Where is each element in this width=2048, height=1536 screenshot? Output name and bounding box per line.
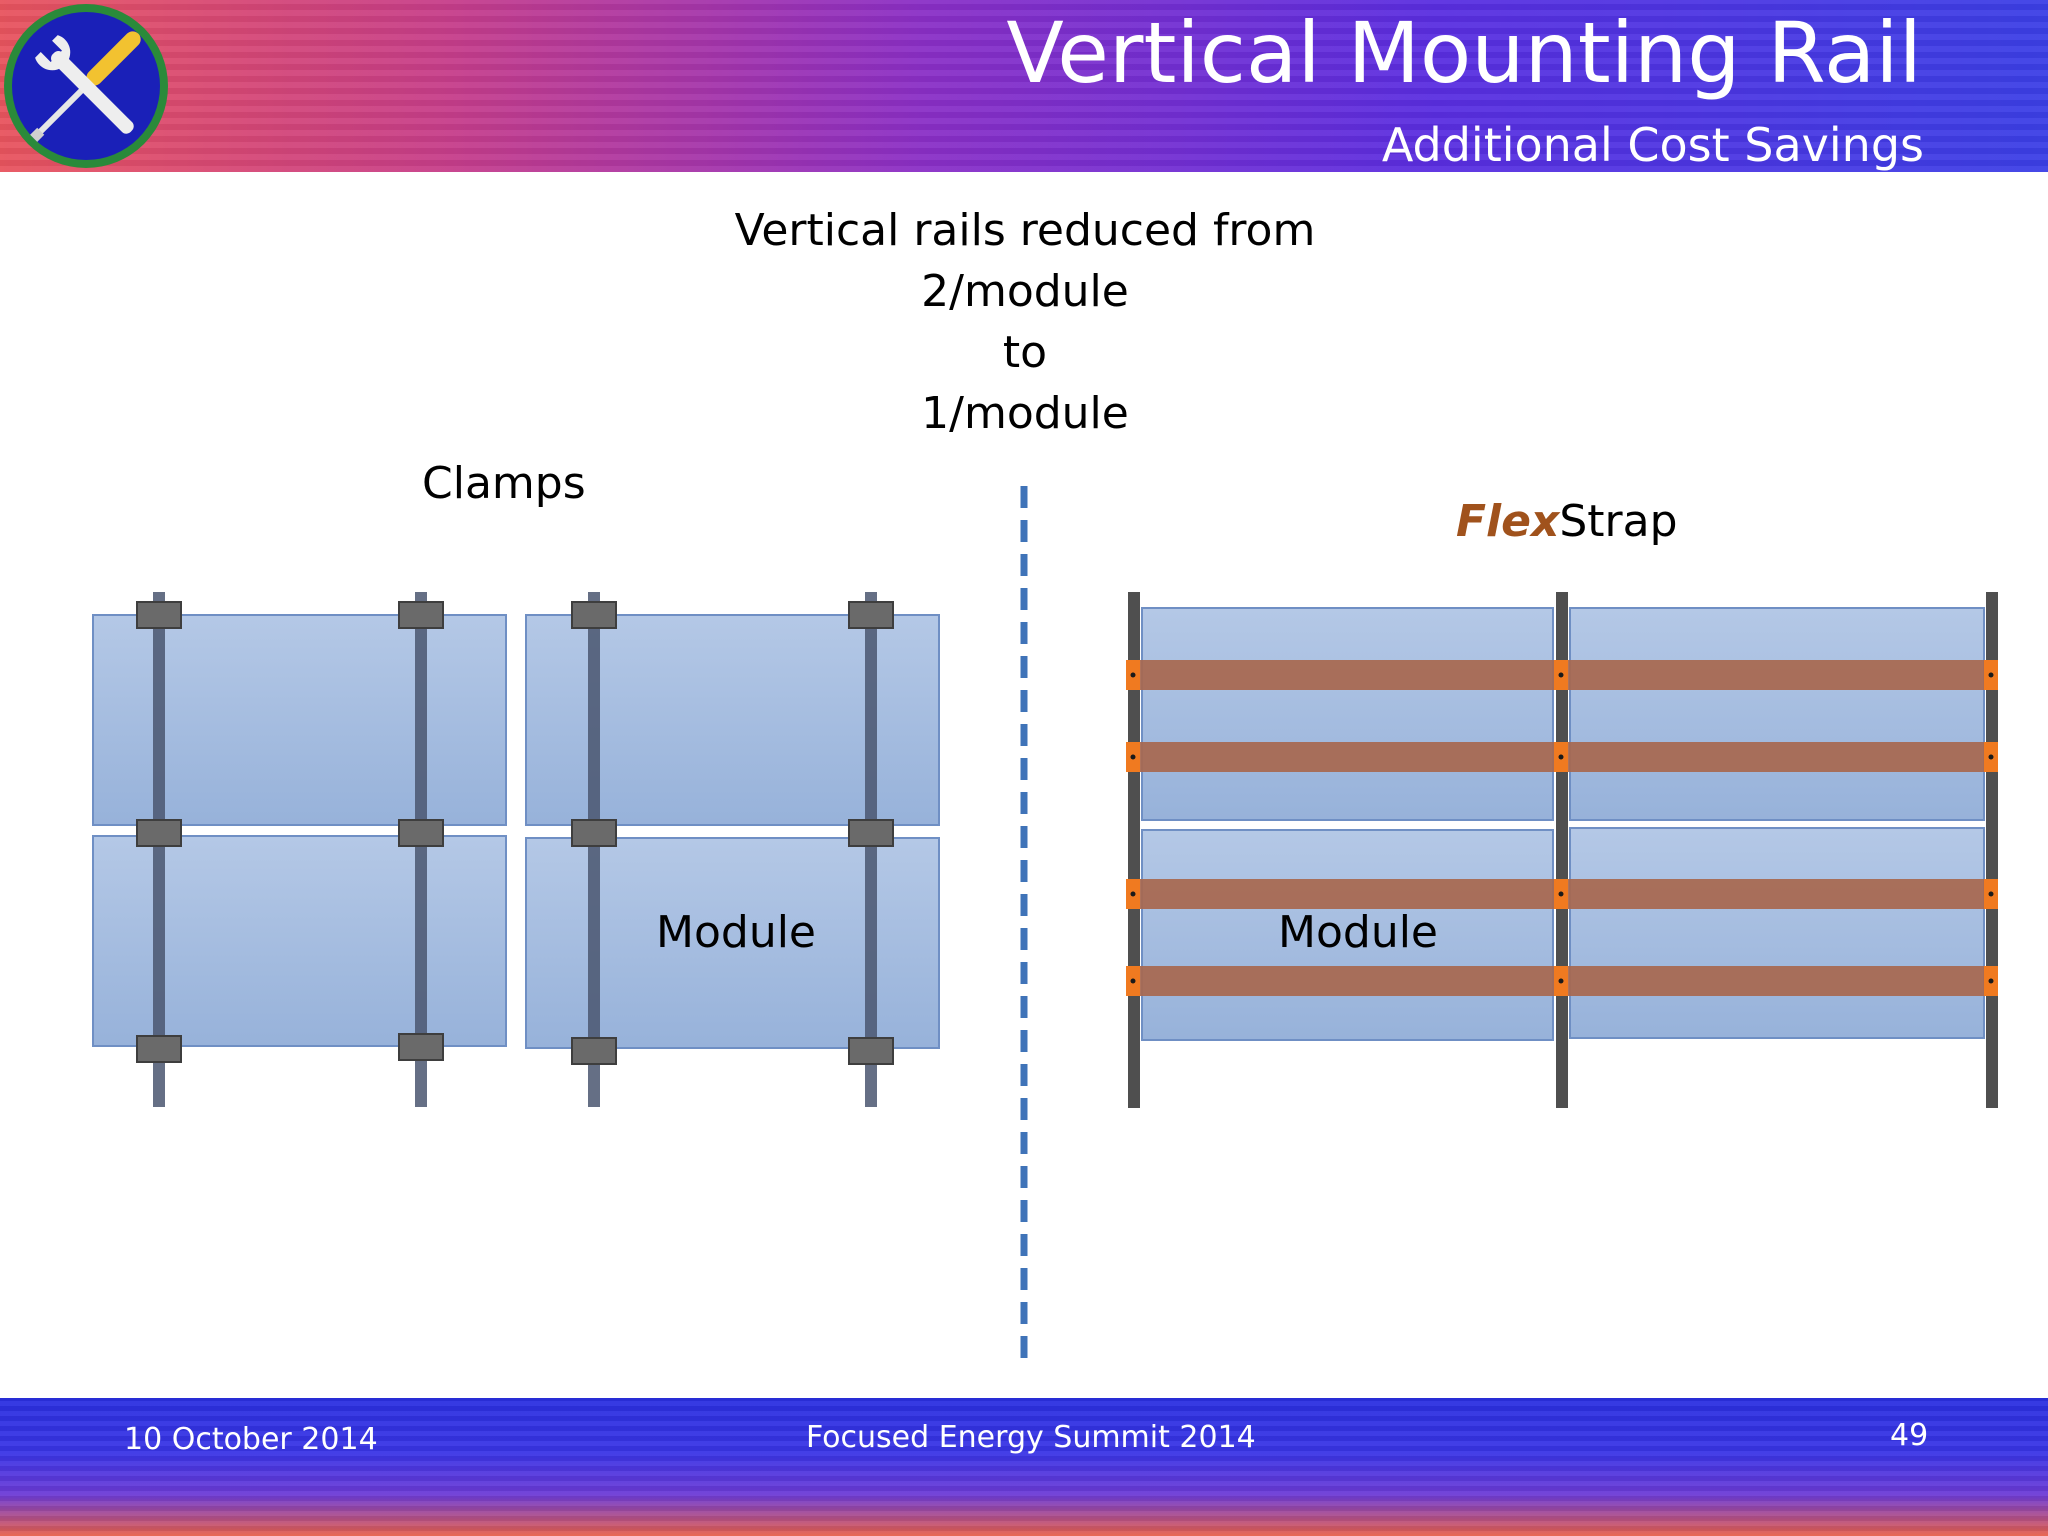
vertical-rail — [415, 592, 427, 1107]
clamp — [571, 1037, 617, 1065]
flexstrap-label-flex: Flex — [1456, 496, 1560, 547]
module-panel — [1569, 827, 1985, 1039]
clamp — [398, 601, 444, 629]
page-subtitle: Additional Cost Savings — [1381, 118, 1924, 172]
clamp — [136, 819, 182, 847]
intro-line-4: 1/module — [921, 388, 1129, 439]
vertical-rail — [865, 592, 877, 1107]
page-title: Vertical Mounting Rail — [1006, 4, 1922, 102]
clamp — [848, 601, 894, 629]
intro-text: Vertical rails reduced from 2/module to … — [700, 200, 1350, 444]
intro-line-1: Vertical rails reduced from — [734, 205, 1316, 256]
module-label-right: Module — [1278, 907, 1438, 958]
module-panel — [525, 614, 940, 826]
intro-line-2: 2/module — [921, 266, 1129, 317]
clamps-diagram — [92, 592, 940, 1107]
clamp — [398, 819, 444, 847]
footer-event: Focused Energy Summit 2014 — [806, 1420, 1256, 1455]
vertical-rail — [588, 592, 600, 1107]
footer-date: 10 October 2014 — [124, 1422, 378, 1457]
clamp — [848, 819, 894, 847]
module-panel — [1569, 607, 1985, 821]
module-label-left: Module — [656, 907, 816, 958]
footer-banner — [0, 1398, 2048, 1536]
flexstrap-label-strap: Strap — [1559, 496, 1678, 547]
module-panel — [1141, 607, 1554, 821]
clamp — [848, 1037, 894, 1065]
tools-logo-icon — [4, 4, 168, 168]
vertical-rail — [153, 592, 165, 1107]
clamp — [571, 601, 617, 629]
clamp — [136, 1035, 182, 1063]
header-banner — [0, 0, 2048, 172]
intro-line-3: to — [1002, 327, 1048, 378]
mounting-diagram — [92, 486, 1998, 1362]
module-panel — [1141, 829, 1554, 1041]
clamps-label: Clamps — [422, 458, 586, 509]
flexstrap-diagram — [1126, 592, 1998, 1108]
flexstrap-label: FlexStrap — [1456, 496, 1678, 547]
page-number: 49 — [1890, 1418, 1929, 1453]
clamp — [398, 1033, 444, 1061]
clamp — [571, 819, 617, 847]
clamp — [136, 601, 182, 629]
